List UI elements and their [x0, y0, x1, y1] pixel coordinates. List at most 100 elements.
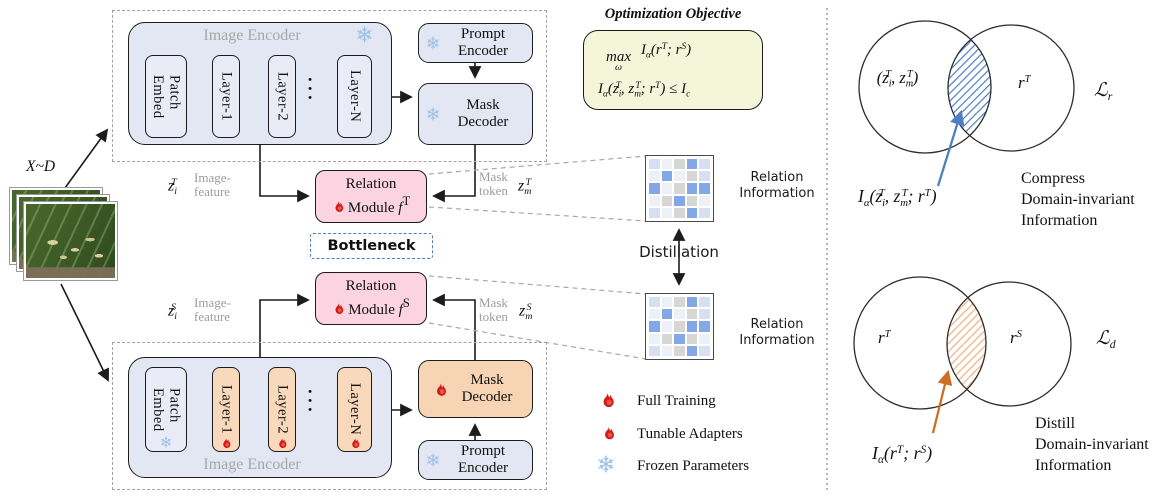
- matrix-cell: [699, 159, 710, 170]
- relation-information-label-bottom: Relation Information: [739, 317, 815, 349]
- teacher-image-encoder-label: Image Encoder: [203, 27, 301, 44]
- teacher-layer-1: Layer-1: [212, 55, 240, 138]
- matrix-cell: [661, 171, 673, 182]
- matrix-cell: [661, 195, 673, 206]
- matrix-cell: [699, 183, 710, 194]
- matrix-cell: [674, 309, 685, 320]
- student-layer-1-label: Layer-1: [218, 384, 235, 435]
- venn-bottom-right-set-label: rS: [1010, 328, 1022, 347]
- flame-icon: [220, 436, 232, 450]
- matrix-cell: [649, 183, 660, 194]
- matrix-cell: [699, 195, 710, 206]
- teacher-mask-decoder-label: Mask Decoder: [457, 96, 509, 130]
- student-branch-box: [112, 342, 547, 490]
- venn-top-left-circle: [858, 20, 992, 154]
- matrix-cell: [686, 333, 698, 344]
- legend-full-training: Full Training: [637, 393, 716, 409]
- matrix-cell: [686, 159, 698, 170]
- student-relation-line2: Module fS: [332, 296, 410, 320]
- matrix-cell: [686, 195, 698, 206]
- snowflake-icon: [356, 26, 373, 43]
- student-image-feature-var: ziS: [168, 302, 177, 322]
- bottleneck-box: Bottleneck: [310, 233, 433, 259]
- snowflake-icon: [426, 453, 440, 467]
- matrix-cell: [674, 321, 685, 332]
- teacher-relation-line2: Module fT: [332, 194, 410, 218]
- venn-bottom-left-set-label: rT: [878, 328, 891, 347]
- student-image-encoder-label: Image Encoder: [203, 456, 301, 473]
- student-layer-n: Layer-N: [337, 367, 372, 452]
- teacher-layer-1-label: Layer-1: [218, 71, 235, 122]
- matrix-cell: [674, 195, 685, 206]
- venn-top-left-set-label: (ziT, zmT): [876, 68, 919, 90]
- student-mask-token-label: Mask token: [479, 295, 508, 325]
- matrix-cell: [686, 297, 698, 308]
- objective-title: Optimization Objective: [604, 6, 742, 22]
- student-layer-ellipsis: •••: [308, 386, 312, 416]
- student-image-feature-label: Image-feature: [194, 295, 231, 325]
- matrix-cell: [674, 345, 685, 356]
- teacher-branch-box: [112, 10, 547, 162]
- matrix-cell: [686, 171, 698, 182]
- matrix-cell: [661, 321, 673, 332]
- input-distribution-label: X~D: [26, 158, 56, 175]
- matrix-cell: [649, 297, 660, 308]
- student-prompt-encoder-label: Prompt Encoder: [458, 442, 508, 476]
- matrix-cell: [661, 297, 673, 308]
- student-relation-module: Relation Module fS: [315, 272, 427, 325]
- matrix-cell: [686, 309, 698, 320]
- flame-icon: [349, 436, 361, 450]
- venn-top-loss-label: ℒr: [1094, 80, 1113, 104]
- matrix-cell: [674, 207, 685, 218]
- student-relation-line1: Relation: [345, 278, 397, 295]
- matrix-cell: [699, 297, 710, 308]
- teacher-image-feature-var: ziT: [168, 177, 177, 197]
- venn-bottom-left-circle: [853, 276, 987, 410]
- relation-information-label-top: Relation Information: [739, 170, 815, 202]
- matrix-cell: [674, 333, 685, 344]
- objective-line2: Iα(ziT, zmT; rT) ≤ Ic: [598, 81, 691, 100]
- matrix-cell: [699, 321, 710, 332]
- teacher-layer-n: Layer-N: [337, 55, 372, 138]
- venn-top-right-set-label: rT: [1018, 73, 1031, 92]
- student-relation-matrix: [645, 293, 714, 360]
- matrix-cell: [649, 159, 660, 170]
- matrix-cell: [661, 333, 673, 344]
- matrix-cell: [699, 309, 710, 320]
- matrix-cell: [649, 207, 660, 218]
- student-layer-2-label: Layer-2: [274, 384, 291, 435]
- distillation-label: Distillation: [639, 243, 719, 261]
- matrix-cell: [649, 195, 660, 206]
- matrix-cell: [661, 183, 673, 194]
- venn-bottom-pointer-arrow: [931, 369, 953, 434]
- venn-top-pointer-arrow: [936, 109, 965, 187]
- student-layer-1: Layer-1: [212, 367, 240, 452]
- legend-tunable-adapters: Tunable Adapters: [637, 426, 743, 442]
- snowflake-icon: [597, 455, 615, 473]
- teacher-layer-2-label: Layer-2: [274, 71, 291, 122]
- matrix-cell: [699, 171, 710, 182]
- matrix-cell: [649, 309, 660, 320]
- venn-bottom-loss-label: ℒd: [1096, 328, 1116, 352]
- teacher-prompt-encoder-label: Prompt Encoder: [458, 25, 508, 59]
- matrix-cell: [686, 207, 698, 218]
- student-mask-decoder: Mask Decoder: [418, 360, 533, 418]
- flame-icon: [599, 390, 616, 410]
- flame-icon: [332, 301, 345, 316]
- matrix-cell: [649, 171, 660, 182]
- matrix-cell: [699, 345, 710, 356]
- matrix-cell: [661, 309, 673, 320]
- matrix-cell: [686, 321, 698, 332]
- legend-frozen-parameters: Frozen Parameters: [637, 458, 750, 474]
- teacher-relation-line1: Relation: [345, 176, 397, 193]
- flame-icon: [601, 424, 616, 442]
- matrix-cell: [686, 183, 698, 194]
- matrix-cell: [661, 345, 673, 356]
- matrix-cell: [661, 159, 673, 170]
